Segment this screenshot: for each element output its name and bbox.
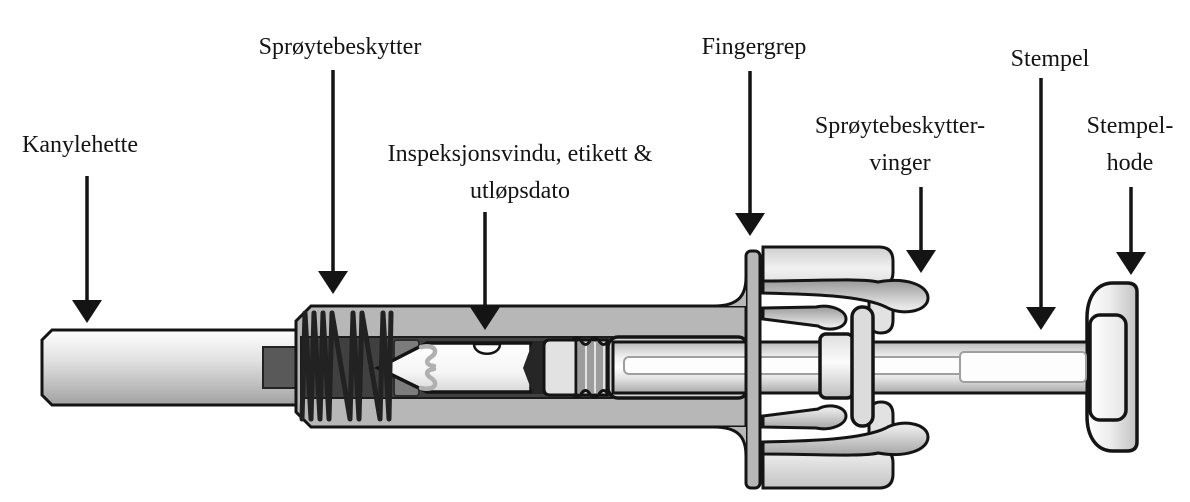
arrow-sproytebeskyttervinger	[906, 187, 936, 273]
arrow-kanylehette	[72, 176, 102, 323]
plunger-head-face	[1088, 313, 1128, 422]
wing-tab-short-bottom	[761, 404, 848, 431]
label-inspeksjonsvindu: Inspeksjonsvindu, etikett & utløpsdato	[388, 136, 653, 210]
plunger-head	[1085, 281, 1139, 453]
rod-collar	[818, 332, 855, 400]
luer-detail-curl-bottom	[418, 366, 438, 391]
needle-cap	[40, 328, 298, 407]
label-stempelhode-line1: Stempel-	[1086, 113, 1174, 139]
stopper-front-wedge	[523, 341, 544, 394]
label-stempelhode-line2: hode	[1106, 150, 1154, 176]
wing-tab-short-top	[761, 304, 848, 331]
rod-slot-narrow	[623, 356, 966, 375]
label-inspeksjonsvindu-line1: Inspeksjonsvindu, etikett &	[387, 141, 653, 167]
label-fingergrep: Fingergrep	[701, 34, 807, 60]
needle-hub-dark-block	[262, 346, 297, 389]
label-inspeksjonsvindu-line2: utløpsdato	[470, 178, 570, 204]
arrow-stempel	[1026, 78, 1056, 330]
label-sproytebeskyttervinger-line1: Sprøytebeskytter-	[814, 113, 986, 139]
guard-clip-bar	[850, 305, 875, 428]
label-sproytebeskyttervinger-line2: vinger	[869, 150, 931, 176]
luer-detail-curl-top	[418, 344, 438, 369]
arrow-stempelhode	[1116, 187, 1146, 275]
syringe-barrel	[374, 336, 610, 399]
label-kanylehette: Kanylehette	[22, 132, 138, 158]
label-stempelhode: Stempel-hode	[1087, 108, 1174, 182]
label-sproytebeskytter: Sprøytebeskytter	[258, 34, 422, 60]
guard-spring	[299, 310, 394, 422]
air-bubble	[472, 342, 502, 355]
arrow-sproytebeskytter	[318, 70, 348, 294]
guard-wings	[761, 245, 930, 490]
rod-slot-wide	[959, 351, 1087, 383]
finger-grip	[713, 249, 762, 490]
arrow-inspeksjonsvindu	[470, 212, 500, 330]
stopper-ribs	[570, 336, 610, 399]
wing-tab-long-bottom	[761, 421, 930, 457]
wing-tab-long-top	[761, 278, 930, 314]
arrow-fingergrep	[735, 71, 765, 236]
label-stempel: Stempel	[1010, 46, 1090, 72]
stopper-body	[542, 338, 578, 397]
label-sproytebeskyttervinger: Sprøytebeskytter-vinger	[815, 108, 985, 182]
